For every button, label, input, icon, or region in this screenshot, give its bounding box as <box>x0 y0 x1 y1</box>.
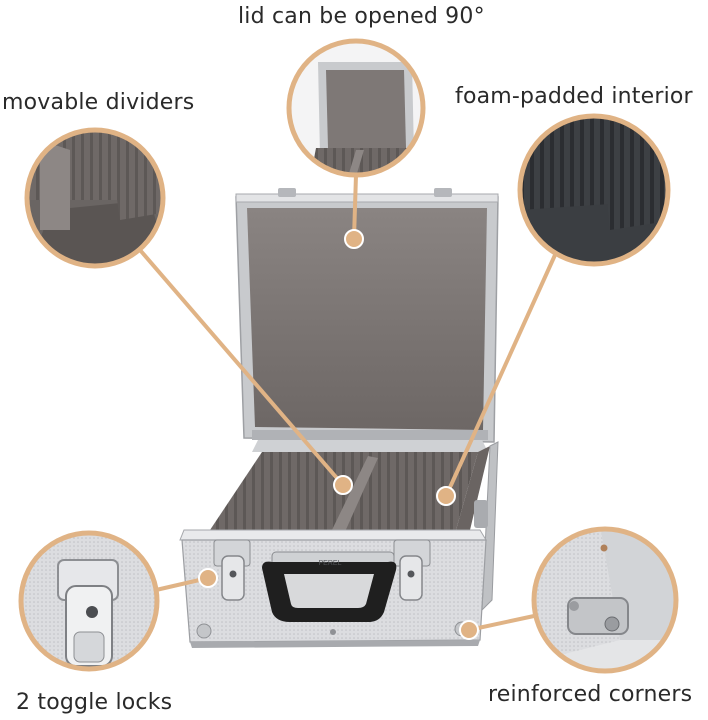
callout-lines <box>138 174 557 632</box>
callout-foam-interior <box>517 113 671 267</box>
callout-dots <box>198 229 479 640</box>
callout-toggle-locks <box>18 530 160 672</box>
carry-handle: PEREL <box>262 551 397 622</box>
left-toggle-lock <box>213 539 251 601</box>
label-toggle-locks: 2 toggle locks <box>16 690 173 715</box>
label-reinforced-corners: reinforced corners <box>488 682 693 707</box>
label-movable-dividers: movable dividers <box>2 90 195 115</box>
label-lid-opened: lid can be opened 90° <box>238 4 485 29</box>
right-toggle-lock <box>393 539 431 601</box>
callout-reinforced-corners <box>531 526 679 674</box>
callout-dividers <box>24 127 166 269</box>
aluminium-case: PEREL <box>179 188 499 648</box>
callout-lid-opened <box>286 38 426 178</box>
label-foam-padded-interior: foam-padded interior <box>455 84 693 109</box>
handle-brand-text: PEREL <box>319 560 342 567</box>
